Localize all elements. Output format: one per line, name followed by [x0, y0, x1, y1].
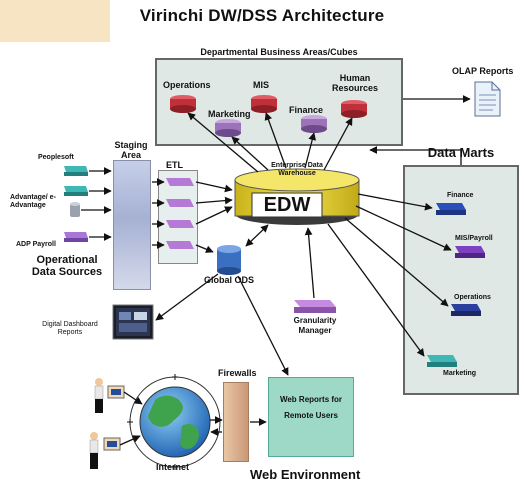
dept-cube-mis [251, 95, 277, 113]
internet-label: Internet [156, 462, 190, 472]
data-marts-heading: Data Marts [427, 145, 495, 160]
dashboard-screen-icon [112, 304, 154, 340]
staging-area-label: Staging Area [114, 140, 148, 160]
connector-arrows [81, 95, 471, 446]
dept-cube-hr [341, 100, 367, 118]
mart-icon-marketing [427, 355, 457, 367]
ods-database-icon [217, 245, 241, 275]
firewalls-label: Firewalls [218, 368, 257, 378]
web-reports-label: Web Reports for Remote Users [279, 395, 343, 420]
globe-plus-markers [127, 374, 178, 470]
server-icon-advantage [64, 186, 88, 217]
etl-transform-icons [166, 178, 194, 249]
mart-icon-mis-payroll [455, 246, 485, 258]
mart-label-finance: Finance [447, 192, 474, 199]
source-label-adp: ADP Payroll [16, 241, 56, 248]
dept-label-marketing: Marketing [208, 109, 251, 119]
server-icon-peoplesoft [64, 166, 88, 176]
mart-label-marketing: Marketing [443, 370, 477, 377]
source-label-peoplesoft: Peoplesoft [38, 154, 74, 161]
dept-label-finance: Finance [289, 105, 324, 115]
dept-label-operations: Operations [163, 80, 211, 90]
global-ods-label: Global ODS [203, 275, 254, 285]
remote-user-icon-bottom [89, 432, 121, 469]
staging-area-column [113, 160, 151, 290]
etl-label: ETL [166, 160, 183, 170]
edw-label: EDW [263, 194, 311, 216]
granularity-manager-icon [294, 300, 336, 313]
digital-dashboard-label: Digital Dashboard Reports [42, 321, 98, 336]
operational-sources-heading: Operational Data Sources [31, 254, 103, 278]
mart-icon-operations [451, 304, 481, 316]
mart-label-mis-payroll: MIS/Payroll [455, 235, 493, 242]
source-label-advantage: Advantage/ e-Advantage [10, 194, 56, 209]
olap-reports-label: OLAP Reports [452, 66, 514, 76]
departmental-heading: Departmental Business Areas/Cubes [200, 47, 358, 57]
firewall-wall [223, 382, 249, 462]
corner-accent [0, 0, 110, 42]
dept-cube-operations [170, 95, 196, 113]
granularity-manager-label: Granularity Manager [293, 316, 337, 335]
mart-label-operations: Operations [454, 294, 491, 301]
web-environment-heading: Web Environment [250, 467, 361, 482]
mart-icon-finance [436, 203, 466, 215]
edw-database-icon [234, 168, 360, 225]
page-title: Virinchi DW/DSS Architecture [139, 6, 385, 25]
dept-label-mis: MIS [253, 80, 270, 90]
server-icon-adp [64, 232, 88, 242]
dept-cube-finance [301, 115, 327, 133]
dept-cube-marketing [215, 119, 241, 137]
remote-user-icon-top [94, 378, 125, 413]
dept-label-hr: Human Resources [331, 73, 379, 93]
document-icon [474, 81, 501, 117]
edw-caption: Enterprise Data Warehouse [271, 162, 323, 177]
globe-icon [129, 376, 221, 468]
web-reports-box [268, 377, 354, 457]
